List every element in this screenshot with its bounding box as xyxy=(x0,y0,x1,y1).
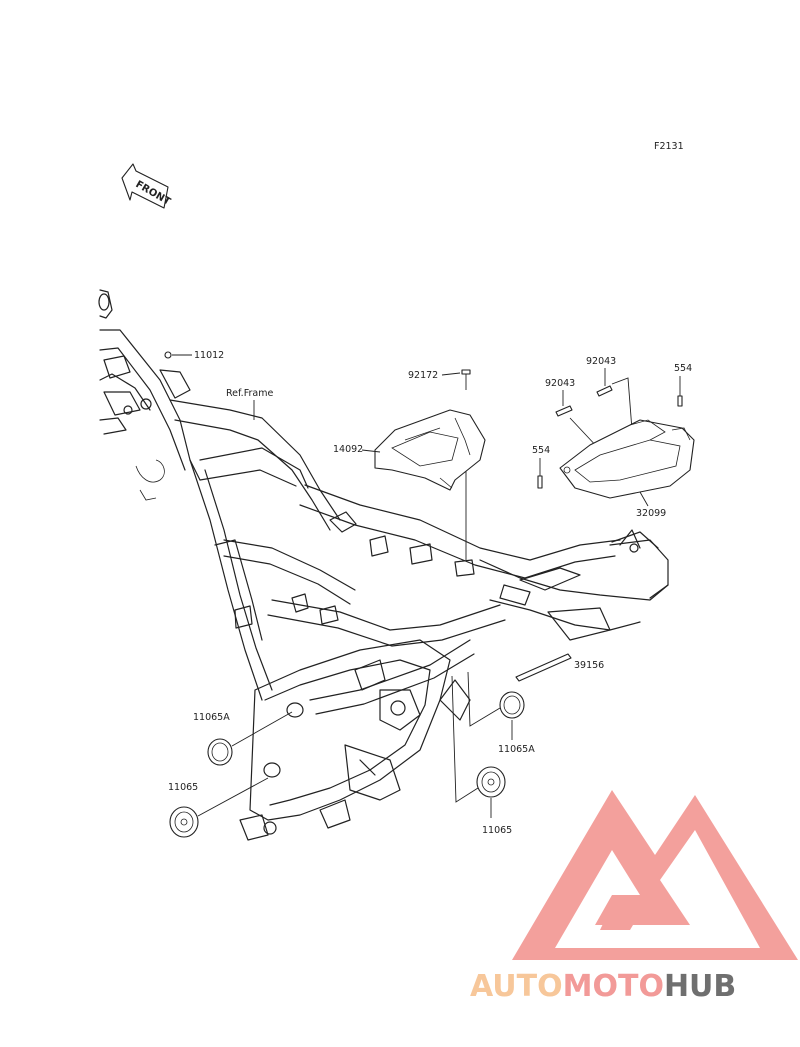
part-32099-icon xyxy=(559,419,695,499)
label-11012: 11012 xyxy=(194,350,224,361)
label-554-left: 554 xyxy=(532,445,550,456)
label-92043-top: 92043 xyxy=(586,356,616,367)
label-11065-left: 11065 xyxy=(168,782,198,793)
part-11065-right-icon xyxy=(476,766,506,798)
label-11065-right: 11065 xyxy=(482,825,512,836)
part-11065a-right-icon xyxy=(499,691,525,719)
part-554-right-icon xyxy=(677,395,683,407)
label-92172: 92172 xyxy=(408,370,438,381)
label-14092: 14092 xyxy=(333,444,363,455)
part-11012-icon xyxy=(164,351,192,359)
part-11065-left-icon xyxy=(169,806,199,838)
label-32099: 32099 xyxy=(636,508,666,519)
watermark-hub: HUB xyxy=(664,969,736,1004)
part-554-left-icon xyxy=(537,475,543,489)
part-11065a-left-icon xyxy=(207,738,233,766)
frame-drawing xyxy=(98,289,669,841)
watermark-moto: MOTO xyxy=(563,969,664,1004)
part-92043-top-icon xyxy=(596,385,613,397)
label-ref-frame: Ref.Frame xyxy=(226,388,273,399)
label-92043-left: 92043 xyxy=(545,378,575,389)
watermark-auto: AUTO xyxy=(470,969,563,1004)
label-11065a-left: 11065A xyxy=(193,712,230,723)
part-92043-left-icon xyxy=(555,405,573,417)
label-554-right: 554 xyxy=(674,363,692,374)
front-arrow-icon: FRONT xyxy=(121,163,172,209)
label-11065a-right: 11065A xyxy=(498,744,535,755)
watermark-text: AUTOMOTOHUB xyxy=(470,969,736,1004)
part-14092-icon xyxy=(374,409,486,491)
label-39156: 39156 xyxy=(574,660,604,671)
part-39156-icon xyxy=(515,653,572,682)
figure-code: F2131 xyxy=(654,141,684,152)
automotohub-logo-icon xyxy=(512,790,798,960)
